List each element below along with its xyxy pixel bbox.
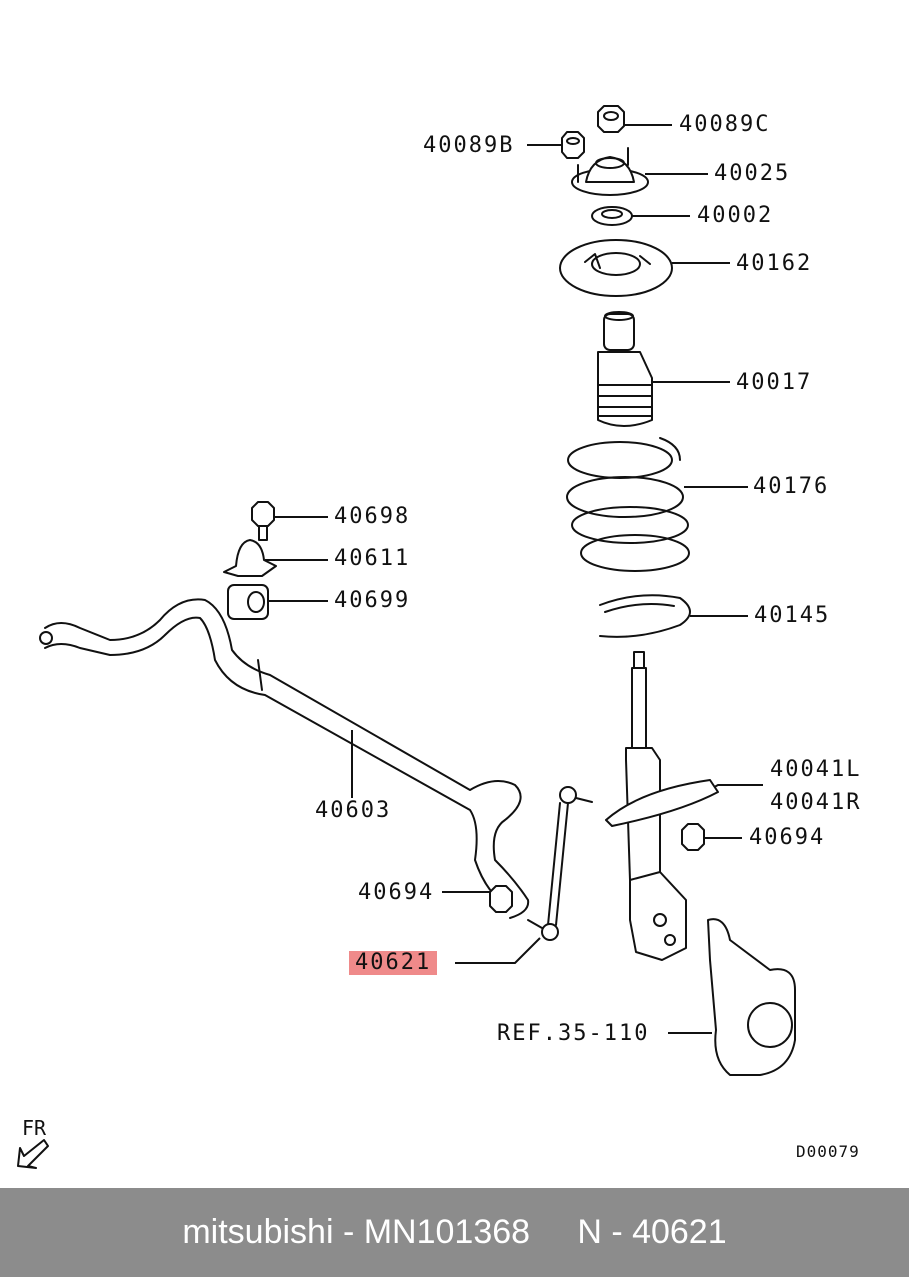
steering-knuckle <box>707 918 796 1076</box>
callout-40017: 40017 <box>736 370 813 395</box>
footer-ref-number: N - 40621 <box>577 1213 727 1251</box>
callout-40698: 40698 <box>334 504 411 529</box>
coil-spring-40176 <box>566 437 690 572</box>
strut-mount-40025 <box>571 147 649 196</box>
footer-separator: - <box>333 1213 364 1251</box>
callout-40089b: 40089B <box>423 133 515 158</box>
callout-40041r: 40041R <box>770 790 862 815</box>
callout-40041l: 40041L <box>770 757 862 782</box>
stabilizer-bar-40603 <box>39 598 530 919</box>
callout-40176: 40176 <box>753 474 830 499</box>
nut-40089b <box>561 131 585 159</box>
strut-40041 <box>605 651 719 961</box>
callout-40025: 40025 <box>714 161 791 186</box>
front-label: FR <box>22 1116 47 1140</box>
leader-lines <box>265 124 763 1034</box>
callout-40621-highlighted: 40621 <box>349 951 438 975</box>
footer-bar: mitsubishi - MN101368 N - 40621 <box>0 1188 909 1277</box>
callout-40145: 40145 <box>754 603 831 628</box>
spring-seat-40162 <box>559 239 673 297</box>
parts-diagram: 40089C 40089B 40025 40002 40162 40017 40… <box>17 105 862 1169</box>
diagram-code: D00079 <box>796 1142 860 1161</box>
front-arrow-icon <box>17 1139 49 1169</box>
callout-40002: 40002 <box>697 203 774 228</box>
bearing-40002 <box>591 206 633 226</box>
callout-40694-lower: 40694 <box>358 880 435 905</box>
callout-40611: 40611 <box>334 546 411 571</box>
nut-40694-lower <box>489 885 513 913</box>
bolt-40698 <box>251 501 275 541</box>
footer-gap <box>530 1213 577 1252</box>
spring-insulator-40145 <box>599 594 691 638</box>
callout-40699: 40699 <box>334 588 411 613</box>
footer-part-number: MN101368 <box>363 1213 531 1251</box>
callout-40162: 40162 <box>736 251 813 276</box>
bushing-40699 <box>227 584 269 620</box>
footer-brand: mitsubishi <box>182 1213 334 1251</box>
nut-40089c <box>597 105 625 133</box>
dust-boot-40017 <box>597 311 653 427</box>
callout-40089c: 40089C <box>679 112 771 137</box>
bracket-40611 <box>223 539 277 577</box>
callout-ref-35-110: REF.35-110 <box>497 1021 650 1046</box>
callout-40694-upper: 40694 <box>749 825 826 850</box>
exploded-view-drawing <box>17 105 796 1169</box>
callout-40603: 40603 <box>315 798 392 823</box>
nut-40694-upper <box>681 823 705 851</box>
stabilizer-link-40621 <box>527 786 593 941</box>
